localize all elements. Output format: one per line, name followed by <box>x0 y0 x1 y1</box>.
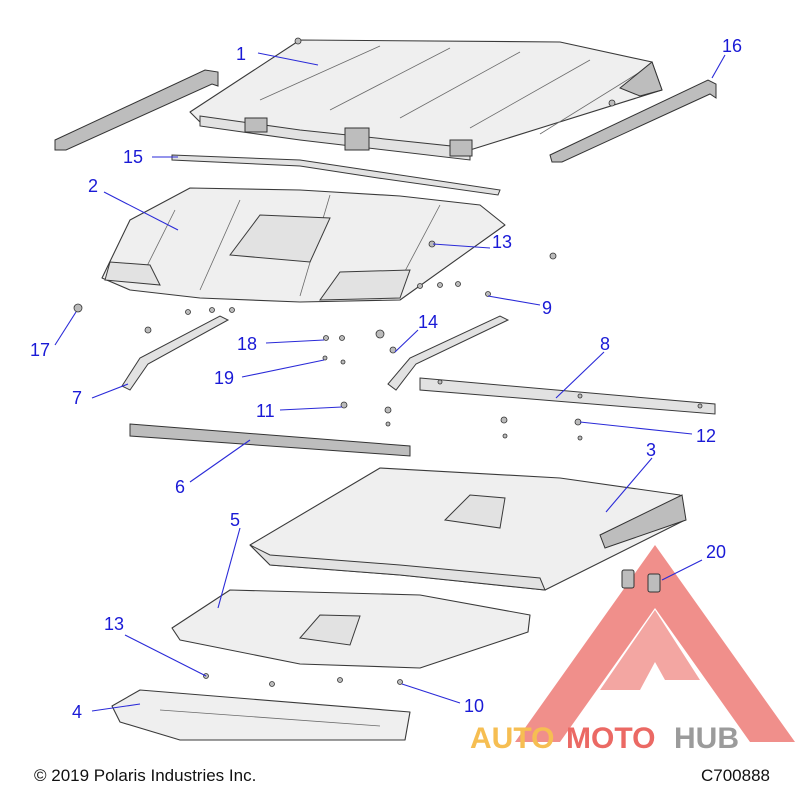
callout-10: 10 <box>464 696 484 716</box>
part-7-trim <box>121 315 230 391</box>
part-right-trim <box>387 315 510 391</box>
part-20-clips <box>621 569 661 593</box>
callout-13-upper: 13 <box>492 232 512 252</box>
callout-11: 11 <box>256 401 275 421</box>
callout-16: 16 <box>722 36 742 56</box>
callout-18: 18 <box>237 334 257 354</box>
watermark-moto: MOTO <box>566 722 655 755</box>
callout-numbers: 1 16 15 2 13 9 17 18 14 19 7 8 11 12 6 3… <box>30 36 742 722</box>
watermark-auto: AUTO <box>470 722 554 755</box>
part-3-tray <box>249 467 687 591</box>
callout-3: 3 <box>646 440 656 460</box>
watermark-logo: AUTO MOTO HUB <box>470 545 795 755</box>
diagram-code: C700888 <box>700 766 770 785</box>
callout-8: 8 <box>600 334 610 354</box>
fasteners-row-1 <box>73 240 583 441</box>
callout-19: 19 <box>214 368 234 388</box>
watermark-hub: HUB <box>674 722 739 755</box>
part-15-seal <box>171 154 501 196</box>
callout-20: 20 <box>706 542 726 562</box>
part-2-headliner <box>101 187 506 303</box>
callout-7: 7 <box>72 388 82 408</box>
part-4-lower-panel <box>111 673 411 741</box>
leader-lines <box>54 52 726 712</box>
callout-12: 12 <box>696 426 716 446</box>
part-1-roof <box>189 37 663 161</box>
callout-5: 5 <box>230 510 240 530</box>
part-8-bar <box>419 377 716 415</box>
copyright-text: © 2019 Polaris Industries Inc. <box>34 766 257 785</box>
callout-14: 14 <box>418 312 438 332</box>
part-6-strip <box>129 423 411 457</box>
callout-6: 6 <box>175 477 185 497</box>
callout-1: 1 <box>236 44 246 64</box>
callout-9: 9 <box>542 298 552 318</box>
callout-2: 2 <box>88 176 98 196</box>
callout-4: 4 <box>72 702 82 722</box>
part-16-rails <box>54 69 717 163</box>
part-5-panel <box>171 589 531 669</box>
callout-17: 17 <box>30 340 50 360</box>
callout-15: 15 <box>123 147 143 167</box>
callout-13-lower: 13 <box>104 614 124 634</box>
